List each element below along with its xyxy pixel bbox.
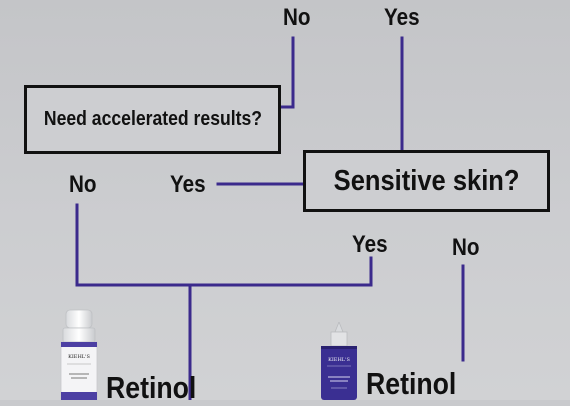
right-bottle-image: KIEHL'S [321,320,357,400]
label-top-yes: Yes [384,4,420,31]
label-mid-yes: Yes [170,171,206,198]
right-product-bottle: KIEHL'S [316,320,362,400]
label-lower-yes: Yes [352,231,388,258]
label-top-no: No [283,4,311,31]
left-product-name: Retinol [106,370,197,405]
left-bottle-image: KIEHL'S [60,309,98,401]
left-product-bottle: KIEHL'S [58,308,100,401]
node-sensitive-skin-text: Sensitive skin? [333,164,520,197]
left-bottle-brand: KIEHL'S [68,354,90,360]
connector-left-no [75,203,373,287]
right-bottle-brand: KIEHL'S [328,357,350,363]
connector-top-no [279,36,295,109]
label-left-no: No [69,171,97,198]
label-right-no: No [452,234,480,261]
node-sensitive-skin: Sensitive skin? [303,150,550,212]
right-product-name: Retinol [366,366,457,401]
node-accelerated-results-text: Need accelerated results? [43,108,262,130]
node-accelerated-results: Need accelerated results? [24,85,281,154]
